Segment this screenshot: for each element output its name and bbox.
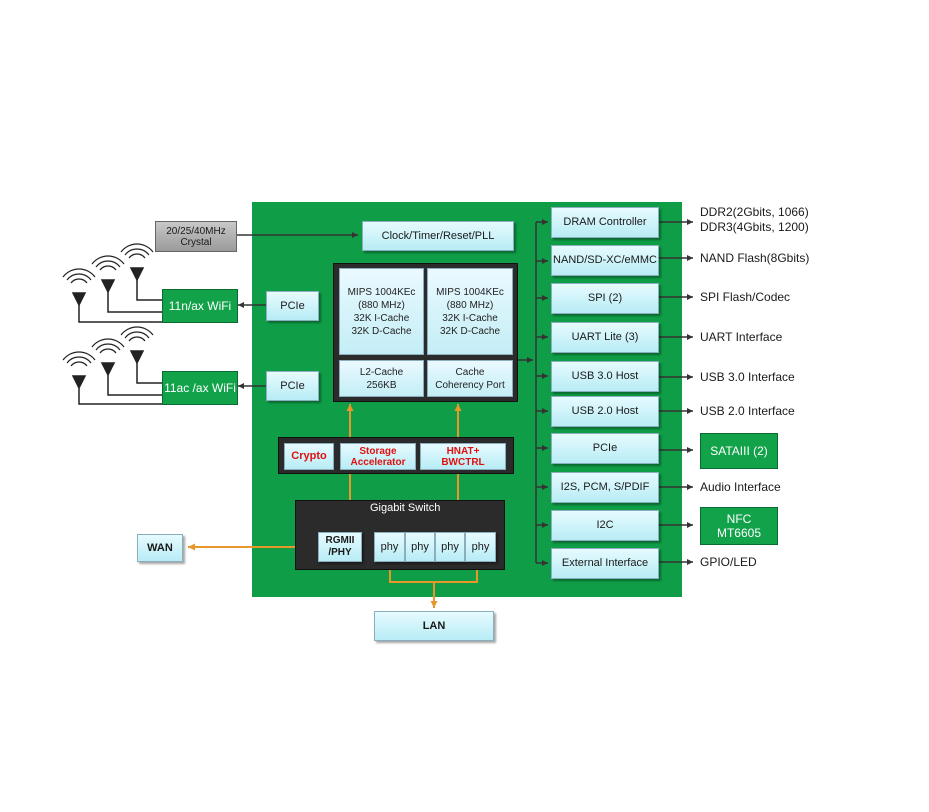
peripheral-bus-taps: [536, 219, 548, 566]
crystal-freq: 20/25/40MHz: [166, 225, 226, 237]
core1-icache: 32K I-Cache: [353, 312, 410, 324]
wan-label: WAN: [147, 541, 173, 554]
clock-label: Clock/Timer/Reset/PLL: [381, 229, 495, 242]
switch-title: Gigabit Switch: [370, 502, 441, 514]
ext-nfc-label-2: MT6605: [716, 526, 762, 540]
ext-usb3: USB 3.0 Interface: [700, 370, 795, 384]
lan-box: LAN: [374, 611, 494, 641]
phy-label-2: phy: [411, 540, 429, 553]
phy-3: phy: [435, 532, 465, 562]
wifi-label-1: 11n/ax WiFi: [168, 299, 232, 313]
ext-nfc: NFC MT6605: [700, 507, 778, 545]
clock-box: Clock/Timer/Reset/PLL: [362, 221, 514, 251]
periph-i2s: I2S, PCM, S/PDIF: [551, 472, 659, 503]
crypto-block: Crypto: [284, 443, 334, 470]
periph-dram-label: DRAM Controller: [563, 216, 647, 228]
periph-nand-label: NAND/SD-XC/eMMC: [553, 254, 657, 266]
pcie-label-2: PCIe: [280, 379, 305, 392]
core1-dcache: 32K D-Cache: [351, 325, 412, 337]
core1-name: MIPS 1004KEc: [347, 286, 416, 298]
core1-freq: (880 MHz): [358, 299, 405, 311]
storage-label-2: Accelerator: [350, 456, 406, 468]
rgmii-label-2: /PHY: [328, 547, 352, 558]
pcie-label-1: PCIe: [280, 299, 305, 312]
periph-usb3-label: USB 3.0 Host: [571, 370, 639, 382]
storage-accel-block: Storage Accelerator: [340, 443, 416, 470]
l2-cache-size: 256KB: [366, 379, 397, 391]
ext-sataiii: SATAIII (2): [700, 433, 778, 469]
core2-icache: 32K I-Cache: [442, 312, 498, 324]
ext-spi-flash: SPI Flash/Codec: [700, 290, 791, 304]
cpu-core-2: MIPS 1004KEc (880 MHz) 32K I-Cache 32K D…: [427, 268, 513, 355]
ext-sataiii-label: SATAIII (2): [710, 444, 768, 458]
l2-cache-label: L2-Cache: [359, 366, 404, 378]
antenna-group-2-icon: [62, 326, 162, 405]
phy-2: phy: [405, 532, 435, 562]
periph-uart-label: UART Lite (3): [571, 331, 639, 343]
periph-pcie-label: PCIe: [592, 442, 618, 454]
coherency-label-2: Coherency Port: [435, 379, 505, 391]
phy-1: phy: [374, 532, 405, 562]
wifi-box-2: 11ac /ax WiFi: [162, 371, 238, 405]
crypto-label: Crypto: [291, 450, 327, 462]
ext-ddr2: DDR2(2Gbits, 1066): [700, 205, 809, 219]
ext-nfc-label-1: NFC: [726, 512, 752, 526]
crystal-label: Crystal: [180, 236, 212, 248]
phy-label-4: phy: [471, 540, 490, 553]
ext-nand-flash: NAND Flash(8Gbits): [700, 251, 810, 265]
l2-cache: L2-Cache 256KB: [339, 360, 424, 397]
phy-4: phy: [465, 532, 496, 562]
periph-spi-label: SPI (2): [587, 292, 623, 304]
crystal-box: 20/25/40MHz Crystal: [155, 221, 237, 252]
ext-gpio: GPIO/LED: [700, 555, 757, 569]
rgmii-label-1: RGMII: [325, 535, 355, 546]
coherency-port: Cache Coherency Port: [427, 360, 513, 397]
ext-usb2: USB 2.0 Interface: [700, 404, 795, 418]
lan-label: LAN: [422, 619, 446, 632]
hnat-label-1: HNAT+: [446, 445, 480, 457]
periph-pcie: PCIe: [551, 433, 659, 464]
periph-i2c: I2C: [551, 510, 659, 541]
antenna-group-1-icon: [62, 243, 162, 323]
rgmii-phy: RGMII /PHY: [318, 532, 362, 562]
periph-dram: DRAM Controller: [551, 207, 659, 238]
periph-external-label: External Interface: [561, 557, 649, 569]
periph-i2s-label: I2S, PCM, S/PDIF: [560, 481, 650, 493]
core2-freq: (880 MHz): [446, 299, 494, 311]
wifi-label-2: 11ac /ax WiFi: [164, 381, 236, 395]
wan-box: WAN: [137, 534, 183, 562]
periph-usb2: USB 2.0 Host: [551, 396, 659, 427]
hnat-label-2: BWCTRL: [441, 456, 485, 468]
cpu-core-1: MIPS 1004KEc (880 MHz) 32K I-Cache 32K D…: [339, 268, 424, 355]
core2-name: MIPS 1004KEc: [436, 286, 504, 298]
periph-nand: NAND/SD-XC/eMMC: [551, 245, 659, 276]
periph-usb2-label: USB 2.0 Host: [571, 405, 639, 417]
ext-uart: UART Interface: [700, 330, 783, 344]
pcie-box-2: PCIe: [266, 371, 319, 401]
ext-audio: Audio Interface: [700, 480, 781, 494]
storage-label-1: Storage: [359, 445, 397, 457]
ext-ddr3: DDR3(4Gbits, 1200): [700, 220, 809, 234]
periph-usb3: USB 3.0 Host: [551, 361, 659, 392]
hnat-block: HNAT+ BWCTRL: [420, 443, 506, 470]
wifi-box-1: 11n/ax WiFi: [162, 289, 238, 323]
periph-uart: UART Lite (3): [551, 322, 659, 353]
core2-dcache: 32K D-Cache: [439, 325, 501, 337]
phy-label-1: phy: [380, 540, 399, 553]
periph-i2c-label: I2C: [596, 519, 614, 531]
external-lines: [659, 219, 693, 565]
coherency-label-1: Cache: [455, 366, 485, 378]
pcie-box-1: PCIe: [266, 291, 319, 321]
periph-spi: SPI (2): [551, 283, 659, 314]
periph-external: External Interface: [551, 548, 659, 579]
phy-label-3: phy: [441, 540, 459, 553]
